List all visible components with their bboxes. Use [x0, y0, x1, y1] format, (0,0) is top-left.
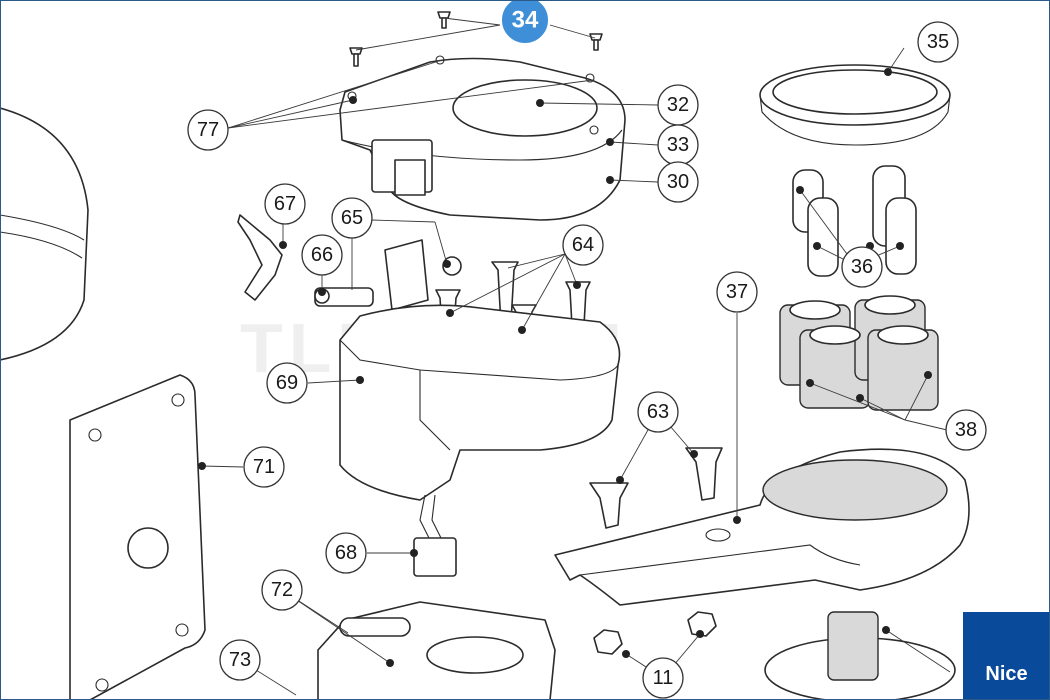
svg-text:73: 73: [229, 649, 251, 671]
svg-text:63: 63: [647, 401, 669, 423]
leader-lines: [201, 17, 951, 696]
callout-65: 65: [331, 197, 373, 239]
nuts-part-11: [593, 611, 717, 655]
rollers-part-36: [792, 165, 917, 277]
callout-30: 30: [657, 161, 699, 203]
callout-32: 32: [657, 84, 699, 126]
svg-text:30: 30: [667, 171, 689, 193]
arm-part-37: [554, 448, 970, 606]
screws-part-63: [589, 447, 723, 529]
callout-64: 64: [562, 224, 604, 266]
svg-text:72: 72: [271, 579, 293, 601]
svg-text:69: 69: [276, 372, 298, 394]
cable-connector-part-68: [413, 494, 457, 577]
svg-text:35: 35: [927, 31, 949, 53]
cable-clip-part-67: [237, 214, 283, 301]
callout-68: 68: [325, 532, 367, 574]
callout-11: 11: [642, 657, 684, 699]
svg-text:71: 71: [253, 456, 275, 478]
callout-63: 63: [637, 391, 679, 433]
gears-part-38: [779, 295, 939, 411]
top-housing-part: [339, 55, 626, 221]
connector-part-65: [384, 239, 462, 311]
callout-35: 35: [917, 21, 959, 63]
callout-67: 67: [264, 183, 306, 225]
callout-34: 34: [500, 0, 550, 45]
base-plate-part-71: [69, 374, 206, 700]
gearbox-part-72: [317, 601, 556, 700]
callout-73: 73: [219, 639, 261, 681]
cover-cylinder-part: [0, 107, 89, 361]
logo-text: Nice: [985, 663, 1028, 685]
callout-72: 72: [261, 569, 303, 611]
callout-38: 38: [945, 409, 987, 451]
callout-33: 33: [657, 124, 699, 166]
svg-text:66: 66: [311, 244, 333, 266]
svg-text:68: 68: [335, 542, 357, 564]
svg-text:37: 37: [726, 281, 748, 303]
svg-text:67: 67: [274, 193, 296, 215]
callout-37: 37: [716, 271, 758, 313]
callout-71: 71: [243, 446, 285, 488]
callout-66: 66: [301, 234, 343, 276]
svg-text:65: 65: [341, 207, 363, 229]
ring-part-35: [759, 64, 951, 146]
svg-text:34: 34: [512, 7, 539, 34]
pinion-part: [764, 611, 956, 700]
callout-36: 36: [841, 246, 883, 288]
svg-text:33: 33: [667, 134, 689, 156]
callout-69: 69: [266, 362, 308, 404]
callout-77: 77: [187, 109, 229, 151]
svg-text:11: 11: [653, 667, 674, 689]
svg-text:77: 77: [197, 119, 219, 141]
svg-text:64: 64: [572, 234, 594, 256]
svg-text:36: 36: [851, 256, 873, 278]
nice-logo: Nice: [963, 612, 1050, 700]
svg-text:32: 32: [667, 94, 689, 116]
svg-text:38: 38: [955, 419, 977, 441]
leader-dots: [198, 68, 932, 667]
motor-base-part-69: [339, 304, 621, 501]
